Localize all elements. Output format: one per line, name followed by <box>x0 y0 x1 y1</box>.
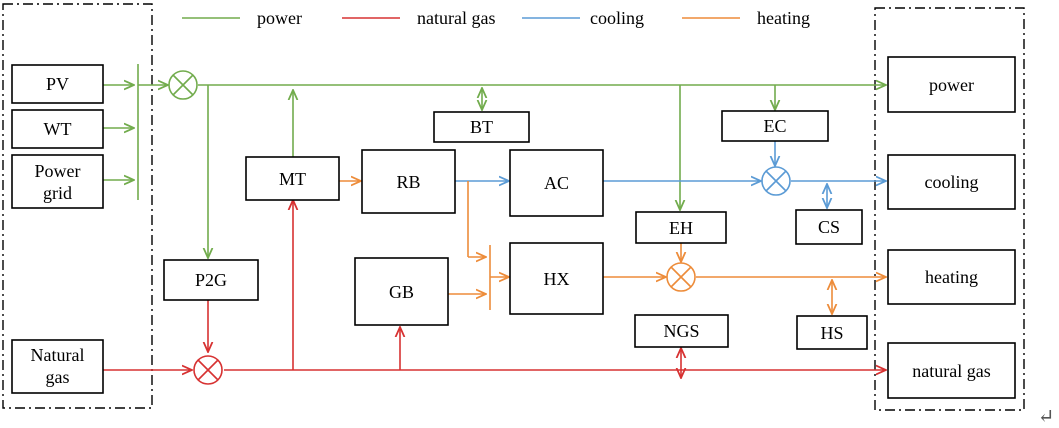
cooling-lines <box>455 140 886 208</box>
input-group-frame <box>2 3 153 409</box>
natural-gas-input-label-line1: Natural <box>31 345 85 365</box>
ngs-box: NGS <box>634 314 729 348</box>
natural-gas-input-label-line2: gas <box>46 367 70 387</box>
ngs-label: NGS <box>663 321 699 341</box>
pv-box: PV <box>11 64 104 104</box>
wt-box: WT <box>11 109 104 149</box>
hs-box: HS <box>796 315 868 350</box>
hs-label: HS <box>820 323 843 343</box>
cooling-output-label: cooling <box>925 172 979 192</box>
mt-label: MT <box>279 169 306 189</box>
gb-box: GB <box>354 257 449 326</box>
legend-natural-gas-label: natural gas <box>417 8 495 28</box>
natural-gas-output-box: natural gas <box>887 342 1016 399</box>
mt-box: MT <box>245 156 340 201</box>
ec-box: EC <box>721 110 829 142</box>
gas-junction-node <box>193 355 223 385</box>
output-group-frame <box>874 7 1025 411</box>
heating-lines <box>339 181 886 314</box>
bt-box: BT <box>433 111 530 143</box>
power-lines <box>103 64 886 258</box>
power-grid-label-line2: grid <box>43 183 72 203</box>
legend-power-label: power <box>257 8 302 28</box>
eh-label: EH <box>669 218 693 238</box>
hx-box: HX <box>509 242 604 315</box>
ec-label: EC <box>763 116 786 136</box>
ac-box: AC <box>509 149 604 217</box>
heating-junction-node <box>666 262 696 292</box>
bt-label: BT <box>470 117 493 137</box>
cs-label: CS <box>818 217 840 237</box>
natural-gas-output-label: natural gas <box>912 361 990 381</box>
natural-gas-lines <box>103 200 886 378</box>
power-output-box: power <box>887 56 1016 113</box>
power-output-label: power <box>929 75 974 95</box>
legend-heating-label: heating <box>757 8 810 28</box>
natural-gas-input-box: Natural gas <box>11 339 104 394</box>
eh-box: EH <box>635 211 727 244</box>
power-grid-label-line1: Power <box>35 161 81 181</box>
wt-label: WT <box>44 119 72 139</box>
hx-label: HX <box>544 269 570 289</box>
gb-label: GB <box>389 282 414 302</box>
legend: power natural gas cooling heating <box>182 8 810 28</box>
power-junction-node <box>168 70 198 100</box>
pv-label: PV <box>46 74 69 94</box>
rb-box: RB <box>361 149 456 214</box>
power-grid-box: Power grid <box>11 154 104 209</box>
cooling-junction-node <box>761 166 791 196</box>
cooling-output-box: cooling <box>887 154 1016 210</box>
p2g-box: P2G <box>163 259 259 301</box>
rb-label: RB <box>396 172 420 192</box>
legend-cooling-label: cooling <box>590 8 644 28</box>
return-mark: ↵ <box>1038 406 1055 428</box>
ac-label: AC <box>544 173 569 193</box>
p2g-label: P2G <box>195 270 227 290</box>
cs-box: CS <box>795 209 863 245</box>
heating-output-box: heating <box>887 249 1016 305</box>
heating-output-label: heating <box>925 267 978 287</box>
